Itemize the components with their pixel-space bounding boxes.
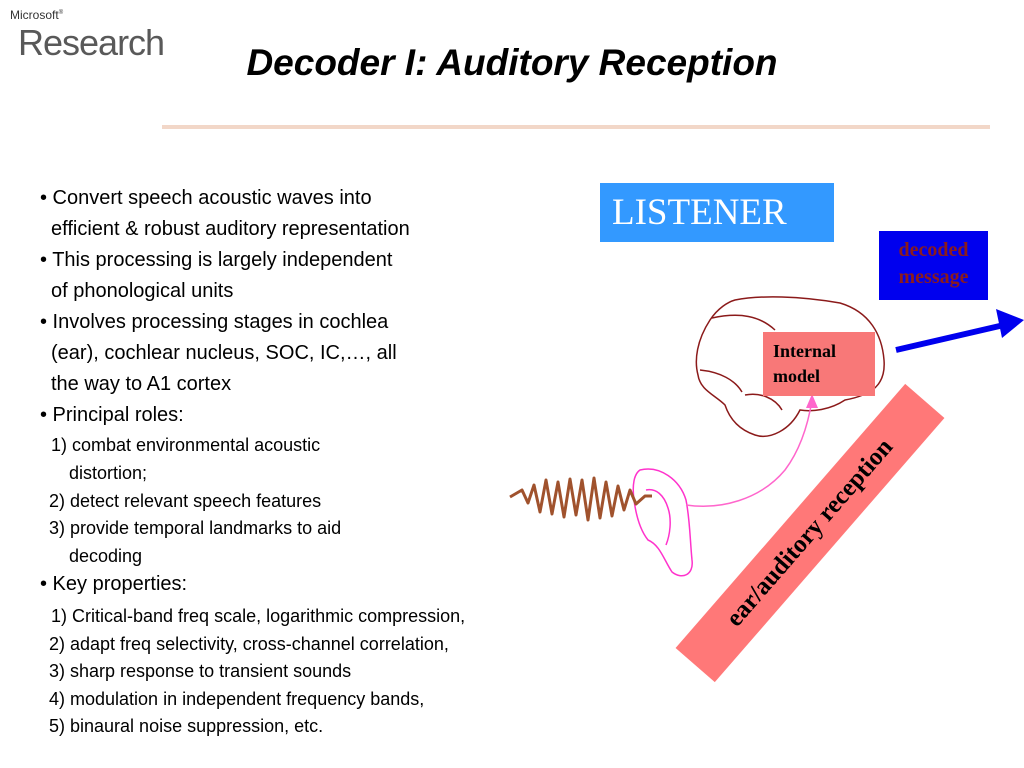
ear-outline bbox=[632, 468, 693, 577]
slide-title: Decoder I: Auditory Reception bbox=[246, 42, 778, 83]
output-arrowhead bbox=[996, 309, 1024, 338]
bullet-line: efficient & robust auditory representati… bbox=[51, 218, 410, 240]
bullet-line: (ear), cochlear nucleus, SOC, IC,…, all bbox=[51, 342, 397, 364]
nerve-line bbox=[685, 399, 813, 507]
bullet-line: • Involves processing stages in cochlea bbox=[40, 311, 389, 333]
sub-item: distortion; bbox=[69, 463, 148, 483]
decoded-message-box: decoded message bbox=[879, 231, 988, 300]
listener-label: LISTENER bbox=[600, 183, 834, 242]
bullet-line: of phonological units bbox=[51, 280, 234, 302]
logo-research: Research bbox=[18, 22, 165, 63]
internal-line-2: model bbox=[773, 366, 820, 386]
bullet-line: • This processing is largely independent bbox=[40, 249, 393, 271]
bullet-line: the way to A1 cortex bbox=[51, 373, 232, 395]
bullet-list: • Convert speech acoustic waves into eff… bbox=[40, 187, 466, 736]
sub-item: 1) Critical-band freq scale, logarithmic… bbox=[51, 606, 466, 626]
sub-item: 5) binaural noise suppression, etc. bbox=[49, 716, 324, 736]
sub-item: 3) provide temporal landmarks to aid bbox=[49, 518, 342, 538]
bullet-line: • Convert speech acoustic waves into bbox=[40, 187, 372, 209]
brain-outline bbox=[695, 296, 885, 437]
sub-item: decoding bbox=[69, 546, 143, 566]
sub-item: 3) sharp response to transient sounds bbox=[49, 661, 352, 681]
logo-microsoft: Microsoft bbox=[10, 8, 59, 22]
title-divider bbox=[162, 125, 990, 129]
bullet-line: • Key properties: bbox=[40, 573, 188, 595]
sub-item: 2) adapt freq selectivity, cross-channel… bbox=[49, 634, 449, 654]
decoded-line-1: decoded bbox=[898, 239, 969, 261]
bullet-line: • Principal roles: bbox=[40, 404, 184, 426]
internal-model-box: Internal model bbox=[763, 332, 875, 396]
nerve-arrowhead bbox=[806, 394, 818, 408]
sub-item: 1) combat environmental acoustic bbox=[51, 435, 321, 455]
sub-item: 2) detect relevant speech features bbox=[49, 491, 322, 511]
decoded-line-2: message bbox=[898, 266, 969, 288]
logo-registered: ® bbox=[58, 10, 64, 16]
sound-wave bbox=[509, 476, 652, 522]
internal-line-1: Internal bbox=[773, 341, 836, 361]
output-arrow bbox=[895, 322, 1005, 353]
sub-item: 4) modulation in independent frequency b… bbox=[49, 689, 425, 709]
